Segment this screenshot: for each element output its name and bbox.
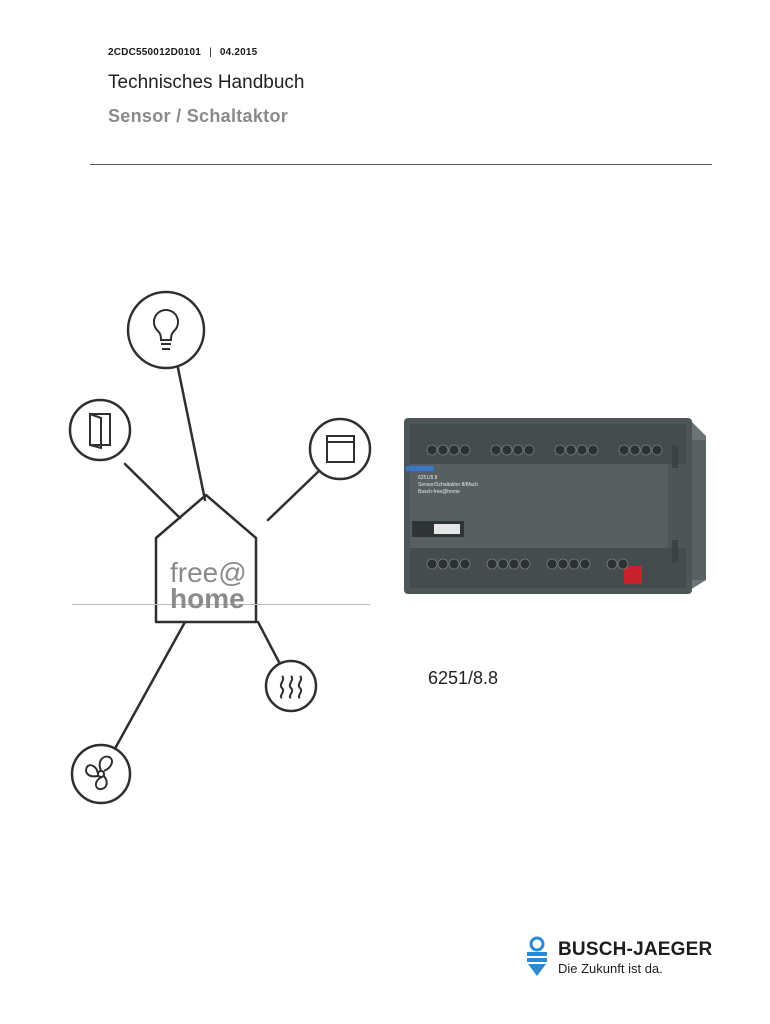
terminal-screw (437, 444, 449, 456)
device-label-line-1: 6251/8.8 (418, 475, 438, 481)
terminal-screw (576, 444, 588, 456)
brand-slogan: Die Zukunft ist da. (558, 960, 663, 976)
free-at-home-logo: free@ home (170, 557, 247, 614)
house-label-line2: home (170, 583, 245, 614)
house-label-line1: free@ (170, 557, 247, 588)
terminal-screw (606, 558, 618, 570)
terminal-screw (512, 444, 524, 456)
connector-heating (256, 620, 282, 666)
terminal-screw (448, 444, 460, 456)
terminal-screw (497, 558, 509, 570)
document-meta: 2CDC550012D0101 | 04.2015 (108, 47, 257, 58)
document-subtitle: Sensor / Schaltaktor (108, 106, 289, 126)
busch-jaeger-logo: BUSCH-JAEGER Die Zukunft ist da. (524, 936, 712, 978)
terminal-screw (579, 558, 591, 570)
brand-name: BUSCH-JAEGER (558, 938, 713, 960)
terminal-screw (587, 444, 599, 456)
door-icon (68, 398, 132, 462)
terminal-screw (640, 444, 652, 456)
terminal-screw (651, 444, 663, 456)
device-terminals-top (426, 444, 663, 456)
terminal-screw (618, 444, 630, 456)
device-terminals-bottom (426, 558, 629, 570)
terminal-screw (426, 444, 438, 456)
terminal-screw (617, 558, 629, 570)
terminal-screw (426, 558, 438, 570)
blind-icon (308, 417, 372, 481)
device-label: 6251/8.8 Sensor/Schaltaktor 8/8fach Busc… (418, 475, 478, 495)
connector-blind (266, 468, 322, 522)
connector-fan (110, 620, 187, 756)
terminal-screw (519, 558, 531, 570)
document-title: Technisches Handbuch (108, 72, 305, 93)
document-number: 2CDC550012D0101 (108, 47, 202, 58)
terminal-screw (437, 558, 449, 570)
terminal-screw (490, 444, 502, 456)
terminal-screw (448, 558, 460, 570)
terminal-screw (557, 558, 569, 570)
header-divider (90, 164, 712, 165)
connector-lightbulb (176, 366, 207, 502)
connector-door (123, 462, 182, 520)
terminal-screw (546, 558, 558, 570)
fan-icon (70, 743, 132, 805)
terminal-screw (568, 558, 580, 570)
terminal-screw (565, 444, 577, 456)
meta-separator: | (209, 47, 212, 58)
terminal-screw (554, 444, 566, 456)
house-outline (154, 493, 258, 624)
terminal-screw (501, 444, 513, 456)
middle-divider (72, 604, 370, 605)
document-date: 04.2015 (219, 47, 258, 58)
terminal-screw (508, 558, 520, 570)
terminal-screw (629, 444, 641, 456)
product-code: 6251/8.8 (428, 668, 499, 688)
terminal-screw (459, 444, 471, 456)
device-label-line-2: Sensor/Schaltaktor 8/8fach (418, 482, 478, 488)
heating-icon (264, 659, 318, 713)
busch-jaeger-logo-icon (527, 936, 547, 976)
lightbulb-icon (126, 290, 206, 370)
terminal-screw (523, 444, 535, 456)
terminal-screw (486, 558, 498, 570)
actuator-device-image (404, 418, 706, 594)
device-label-line-3: Busch-free@home (418, 489, 460, 495)
terminal-screw (459, 558, 471, 570)
